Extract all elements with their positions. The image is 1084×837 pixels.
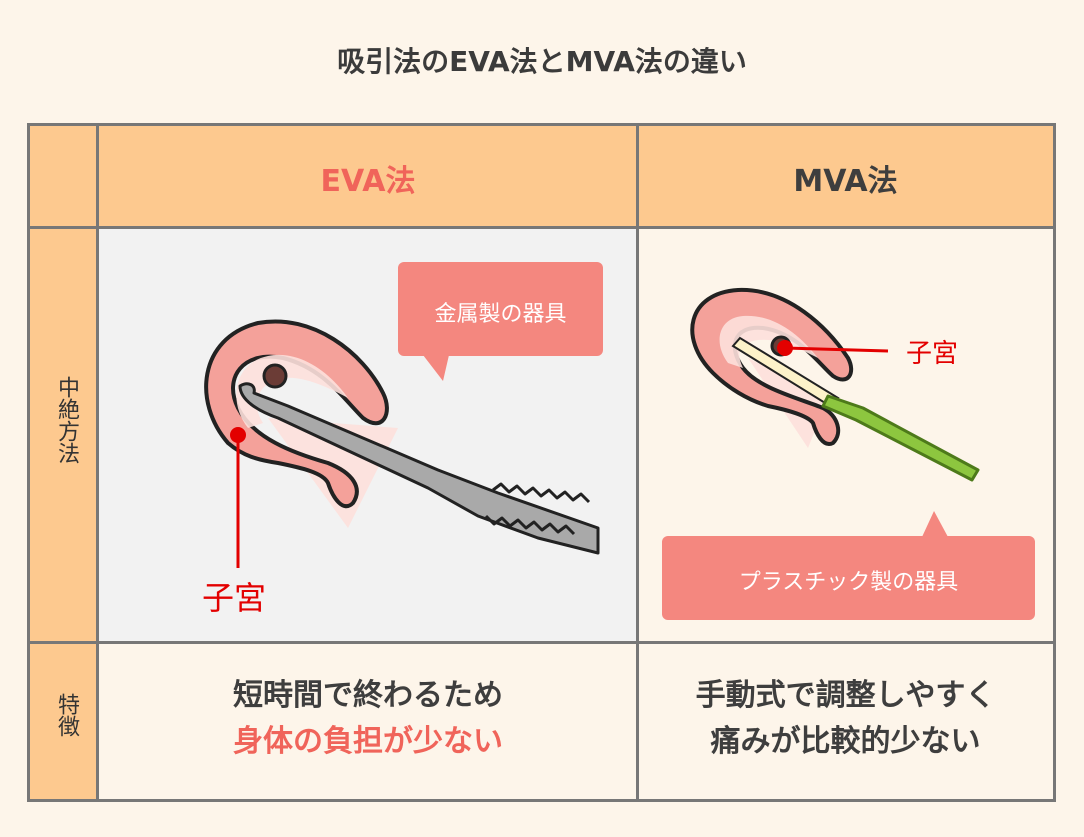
mva-feature-line1: 手動式で調整しやすく <box>695 678 996 713</box>
grid-divider-v2 <box>636 126 639 799</box>
row-label-features-cell: 特徴 <box>30 643 98 799</box>
eva-uterus <box>204 319 389 509</box>
mva-illustration <box>690 287 980 482</box>
mva-callout-tail <box>922 511 948 537</box>
mva-uterus-label: 子宮 <box>906 339 959 369</box>
eva-illustration <box>204 319 600 568</box>
row-label-method-cell: 中絶方法 <box>30 228 98 643</box>
mva-illustration-panel: 子宮 プラスチック製の器具 <box>638 228 1053 643</box>
header-eva: EVA法 <box>320 164 416 199</box>
mva-callout: プラスチック製の器具 <box>662 536 1035 620</box>
eva-metal-instrument <box>238 382 600 555</box>
mva-features-cell: 手動式で調整しやすく 痛みが比較的少ない <box>638 643 1053 799</box>
comparison-table: EVA法 MVA法 中絶方法 特徴 金属製の器具 <box>27 123 1056 802</box>
mva-plastic-instrument <box>821 394 980 482</box>
row-label-features: 特徴 <box>54 693 79 737</box>
eva-illustration-panel: 金属製の器具 子宮 <box>98 228 638 643</box>
grid-divider-h1 <box>30 226 1053 229</box>
eva-features-cell: 短時間で終わるため 身体の負担が少ない <box>98 643 638 799</box>
eva-callout-tail <box>423 355 449 381</box>
eva-features: 短時間で終わるため 身体の負担が少ない <box>98 673 638 765</box>
eva-instrument-ridges <box>484 482 591 536</box>
eva-feature-line1: 短時間で終わるため <box>233 678 503 713</box>
header-mva-cell: MVA法 <box>638 126 1053 228</box>
grid-divider-h2 <box>30 641 1053 644</box>
mva-uterus-inner <box>719 315 818 368</box>
mva-uterus-pointer-line <box>784 346 889 353</box>
header-eva-cell: EVA法 <box>98 126 638 228</box>
eva-callout: 金属製の器具 <box>398 262 603 356</box>
mva-features: 手動式で調整しやすく 痛みが比較的少ない <box>638 673 1053 765</box>
mva-feature-line2: 痛みが比較的少ない <box>710 724 981 759</box>
header-corner <box>30 126 98 228</box>
page-title: 吸引法のEVA法とMVA法の違い <box>337 45 747 78</box>
eva-uterus-label: 子宮 <box>202 579 267 617</box>
eva-callout-text: 金属製の器具 <box>434 302 567 327</box>
mva-callout-text: プラスチック製の器具 <box>738 570 959 595</box>
eva-ovary-dot <box>262 363 288 389</box>
grid-divider-v1 <box>96 126 99 799</box>
row-label-method: 中絶方法 <box>54 376 79 464</box>
eva-feature-line2: 身体の負担が少ない <box>233 724 503 759</box>
header-mva: MVA法 <box>793 164 898 199</box>
